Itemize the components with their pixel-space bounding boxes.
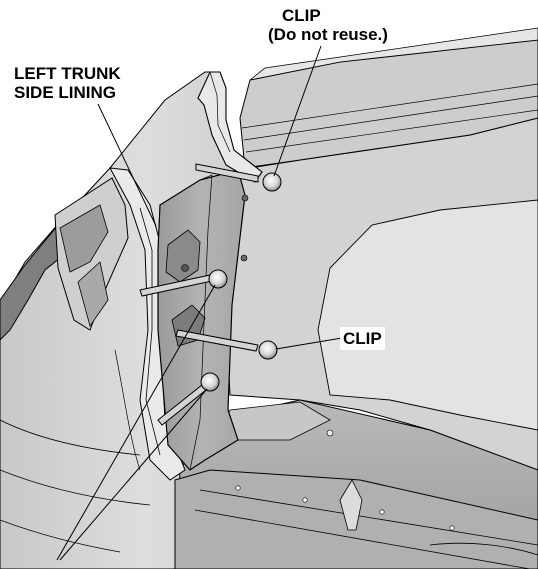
clip-marker-upper-left — [208, 269, 228, 289]
leader-clip-right — [275, 337, 343, 350]
left-trunk-side-lining-label-line2: SIDE LINING — [14, 83, 117, 102]
clip-top-note-label: (Do not reuse.) — [268, 25, 388, 44]
left-trunk-side-lining-label-line1: LEFT TRUNK — [14, 64, 121, 83]
leader-clip-top — [273, 45, 322, 177]
clip-markers — [200, 172, 282, 392]
clip-right-label: CLIP — [340, 327, 385, 350]
clip-tools — [139, 163, 259, 426]
trunk-opening-frame — [109, 167, 186, 481]
leader-lining — [97, 103, 157, 227]
leader-clip-upper-left — [56, 284, 216, 561]
trunk-interior — [174, 27, 538, 569]
clip-marker-top — [262, 172, 282, 192]
clip-top-label: CLIP — [282, 6, 321, 25]
clip-marker-right — [258, 340, 278, 360]
trunk-hinge-arm — [197, 71, 263, 183]
clip-marker-lower-left — [200, 372, 220, 392]
leader-clip-lower-left — [59, 388, 208, 561]
leader-lines — [56, 45, 343, 561]
left-trunk-side-lining — [157, 169, 246, 471]
